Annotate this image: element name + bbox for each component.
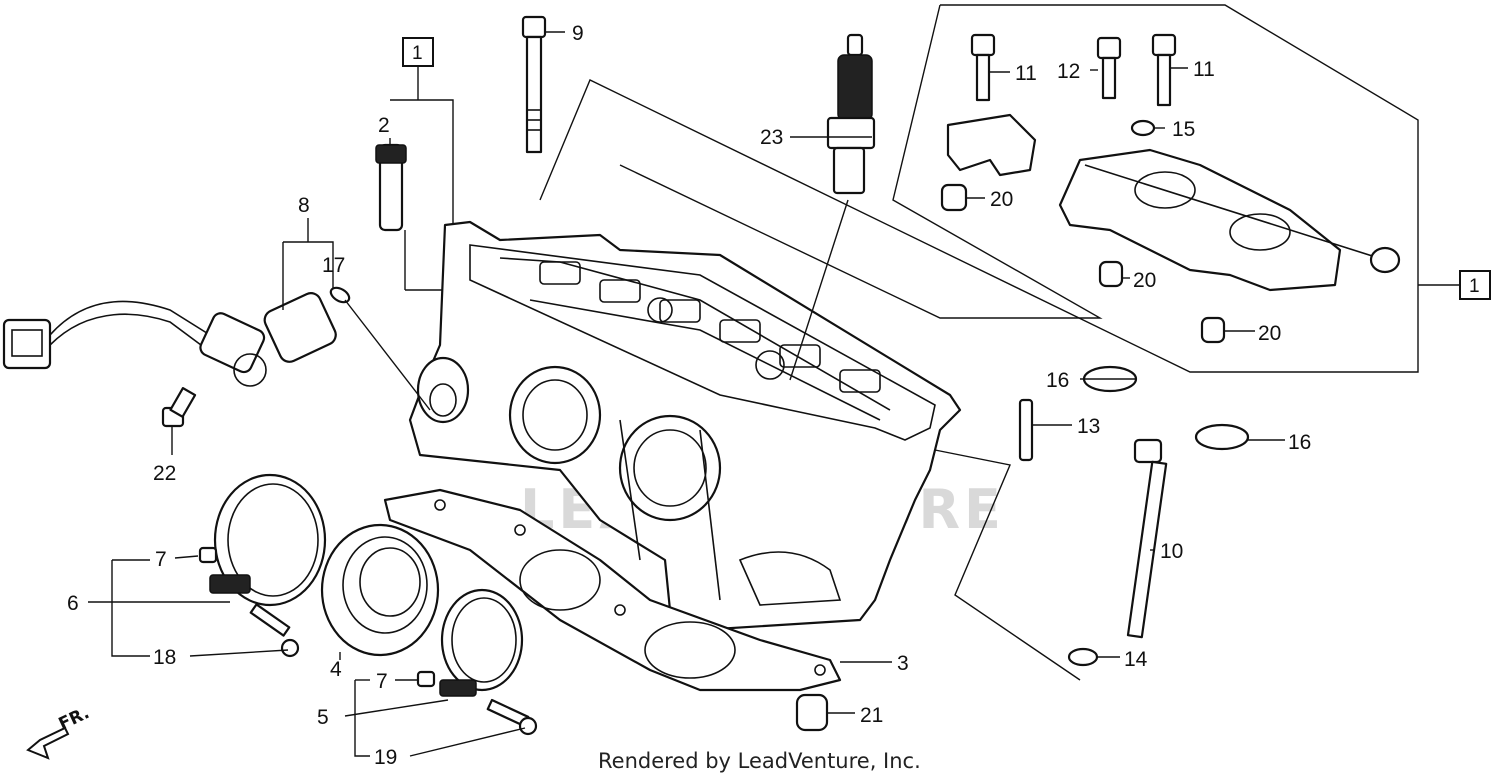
callout-13: 13 [1077,415,1100,438]
bolt-22 [161,387,197,428]
washer-14 [1067,647,1099,667]
callout-7b: 7 [376,670,388,693]
callout-12: 12 [1057,60,1080,83]
callout-21: 21 [860,704,883,727]
stud-13 [1018,398,1034,462]
camshaft-holder [1058,148,1401,292]
callout-3: 3 [897,652,909,675]
head-bolt-10 [1126,438,1168,639]
callout-18: 18 [153,646,176,669]
front-direction-arrow: FR. [26,703,93,760]
head-bolt-9 [521,15,547,154]
callout-4: 4 [330,658,342,681]
washer-15 [1130,119,1156,137]
footer-credit: Rendered by LeadVenture, Inc. [598,749,921,773]
callout-box-left [402,37,434,67]
nut-7a [198,546,218,564]
dowel-20a [940,183,968,212]
dowel-20c [1200,316,1226,344]
callout-11-right: 11 [1193,58,1215,81]
cam-pulse-sensor [2,292,337,387]
callout-label-1-right: 1 [1469,276,1480,297]
callout-label-1-left: 1 [412,43,423,64]
callout-2: 2 [378,114,390,137]
bolt-11-right [1151,33,1177,107]
nut-7b [416,670,436,688]
callout-box-right [1459,270,1491,300]
insulator-band-5 [439,588,524,697]
callout-6: 6 [67,592,79,615]
screw-18 [249,603,300,658]
callout-11-left: 11 [1015,62,1037,85]
carburetor-insulator [320,523,440,657]
callout-20c: 20 [1258,322,1281,345]
callout-16a: 16 [1046,369,1069,392]
callout-23: 23 [760,126,783,149]
spark-plug [789,33,876,381]
camshaft-holder-small [946,113,1037,177]
dowel-pin-21 [795,693,829,732]
cylinder-head-gasket [383,488,842,692]
callout-19: 19 [374,746,397,769]
assembly-bracket-left: 1 [390,37,460,291]
dowel-20b [1098,260,1124,288]
o-ring-16b [1194,423,1250,451]
bolt-12 [1096,36,1122,100]
cylinder-head [408,220,962,632]
front-label: FR. [56,703,93,734]
o-ring-17 [329,286,351,304]
callout-20b: 20 [1133,269,1156,292]
callout-5: 5 [317,706,329,729]
callout-16b: 16 [1288,431,1311,454]
assembly-bracket-right: 1 [539,4,1491,373]
leader-lines [88,31,1285,757]
callout-8: 8 [298,194,310,217]
screw-19 [486,698,538,736]
callout-9: 9 [572,22,584,45]
insulator-band-6 [209,473,327,607]
callout-22: 22 [153,462,176,485]
callout-14: 14 [1124,648,1148,671]
valve-guide [375,143,407,232]
bolt-11-left [970,33,996,102]
callout-7a: 7 [155,548,167,571]
callout-20a: 20 [990,188,1013,211]
callout-15: 15 [1172,118,1195,141]
callout-17: 17 [322,254,345,277]
callout-10: 10 [1160,540,1183,563]
